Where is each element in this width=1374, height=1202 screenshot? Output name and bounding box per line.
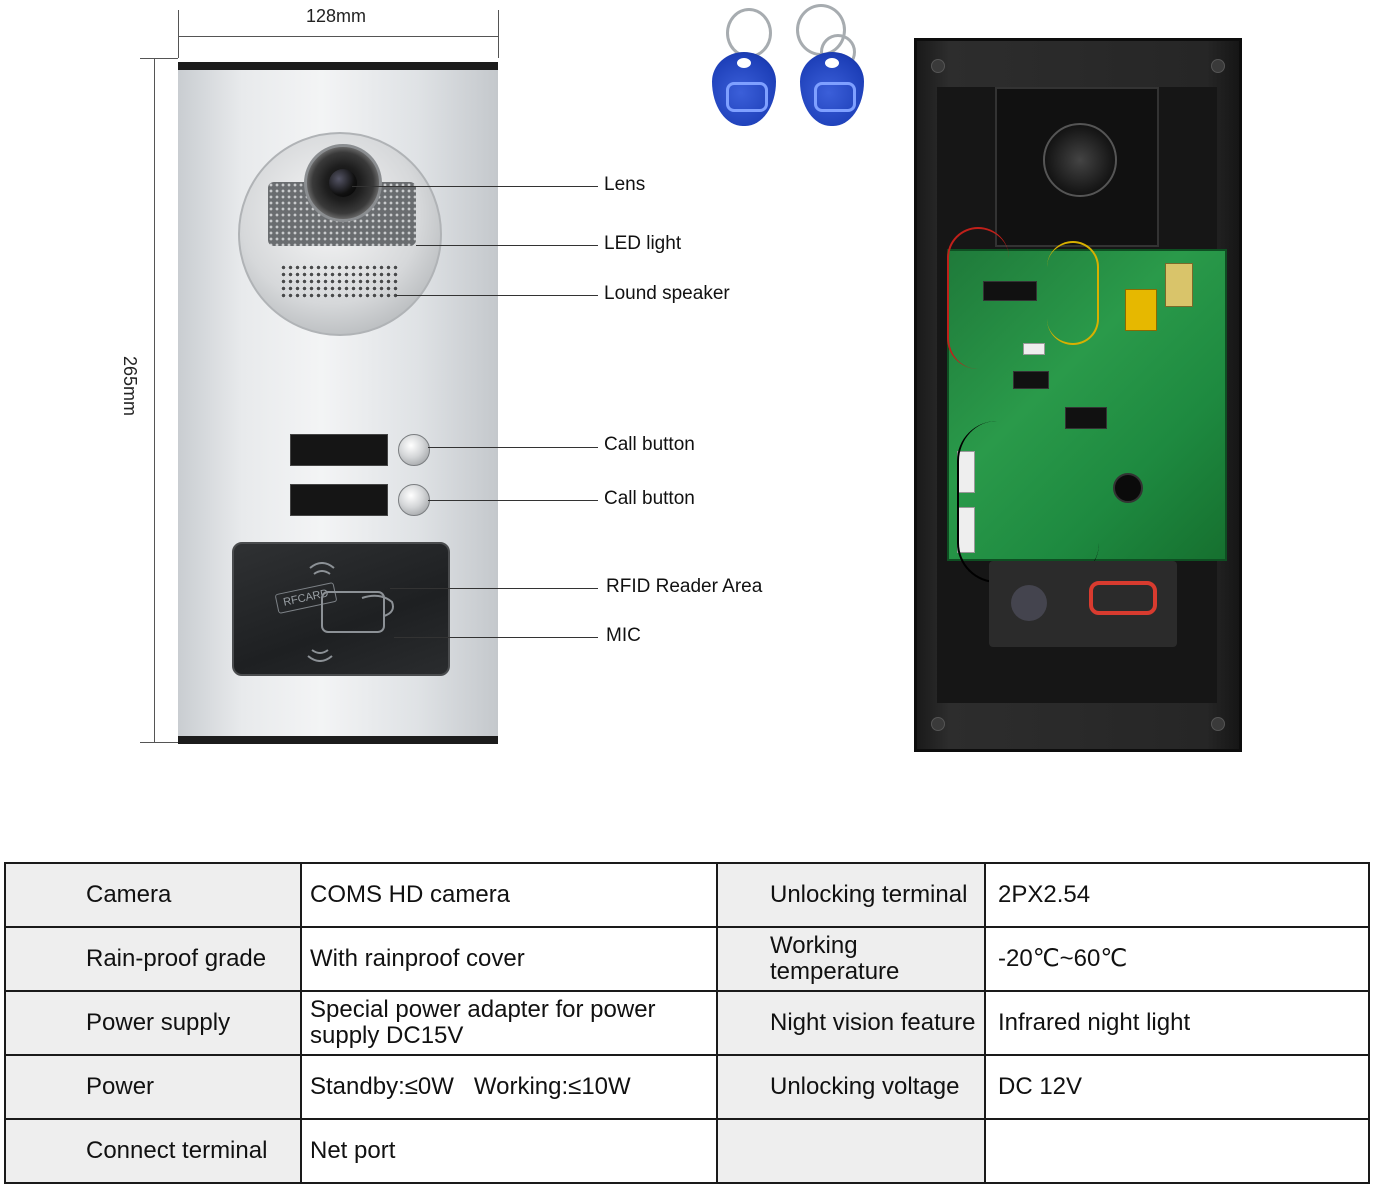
spec-value: Net port xyxy=(300,1118,718,1184)
spec-key: Night vision feature xyxy=(716,990,986,1056)
outdoor-panel: RFCARD xyxy=(178,62,498,744)
name-plate-1 xyxy=(290,434,388,466)
table-row: Rain-proof grade With rainproof cover Wo… xyxy=(4,926,1370,992)
callout-line-speaker xyxy=(396,295,598,296)
camera-bracket xyxy=(995,87,1159,247)
spec-value: -20℃~60℃ xyxy=(984,926,1370,992)
callout-lens: Lens xyxy=(604,174,646,195)
spec-value: Special power adapter for power supply D… xyxy=(300,990,718,1056)
spec-key: Power supply xyxy=(4,990,302,1056)
panel-top-cap xyxy=(178,62,498,70)
spec-value: Infrared night light xyxy=(984,990,1370,1056)
spec-key: Connect terminal xyxy=(4,1118,302,1184)
screw-icon xyxy=(1211,717,1225,731)
relay xyxy=(1125,289,1157,331)
spec-value: Standby:≤0W Working:≤10W xyxy=(300,1054,718,1120)
lens-knob-icon xyxy=(1043,123,1117,197)
height-dimension-top-tick xyxy=(140,58,178,59)
buzzer xyxy=(1113,473,1143,503)
height-dimension-label: 265mm xyxy=(120,356,140,417)
mic-seal xyxy=(1011,585,1047,621)
call-button-2[interactable] xyxy=(398,484,430,516)
table-row: Power supply Special power adapter for p… xyxy=(4,990,1370,1056)
table-row: Connect terminal Net port xyxy=(4,1118,1370,1184)
width-dimension-line xyxy=(178,36,498,37)
callout-call-button-1: Call button xyxy=(604,434,695,455)
ic-chip xyxy=(983,281,1037,301)
keyring-1 xyxy=(726,8,772,58)
screw-icon xyxy=(931,717,945,731)
height-dimension-line xyxy=(154,58,155,742)
card-tap-icon xyxy=(307,562,394,662)
callout-call-button-2: Call button xyxy=(604,488,695,509)
red-clip xyxy=(1089,581,1157,615)
name-plate-2 xyxy=(290,484,388,516)
spec-key: Rain-proof grade xyxy=(4,926,302,992)
ic-chip xyxy=(1013,371,1049,389)
screw-icon xyxy=(931,59,945,73)
callout-line-lens xyxy=(352,186,598,187)
rfid-key-fob-2-icon xyxy=(800,52,864,126)
spec-value: With rainproof cover xyxy=(300,926,718,992)
spec-table: Camera COMS HD camera Unlocking terminal… xyxy=(4,862,1370,1184)
callout-rfid: RFID Reader Area xyxy=(606,576,763,597)
call-button-1[interactable] xyxy=(398,434,430,466)
yellow-wire xyxy=(1047,241,1099,345)
black-wire xyxy=(957,421,1099,583)
screw-icon xyxy=(1211,59,1225,73)
spec-value: COMS HD camera xyxy=(300,862,718,928)
panel-bottom-cap xyxy=(178,736,498,744)
callout-line-rfid xyxy=(390,588,598,589)
spec-value: DC 12V xyxy=(984,1054,1370,1120)
rfid-key-fob-1-icon xyxy=(712,52,776,126)
camera-lens-icon xyxy=(304,144,382,222)
callout-led-light: LED light xyxy=(604,233,682,254)
callout-line-call-2 xyxy=(428,500,598,501)
width-dimension-left-tick xyxy=(178,10,179,58)
spec-value: 2PX2.54 xyxy=(984,862,1370,928)
callout-speaker: Lound speaker xyxy=(604,283,730,304)
table-row: Camera COMS HD camera Unlocking terminal… xyxy=(4,862,1370,928)
rfid-reader[interactable]: RFCARD xyxy=(232,542,450,676)
width-dimension-right-tick xyxy=(498,10,499,58)
ic-chip xyxy=(1065,407,1107,429)
callout-line-call-1 xyxy=(428,447,598,448)
speaker-grille xyxy=(280,264,400,298)
open-housing-photo xyxy=(914,38,1242,752)
camera-module xyxy=(238,132,442,336)
height-dimension-bottom-tick xyxy=(140,742,178,743)
connector xyxy=(1023,343,1045,355)
spec-key xyxy=(716,1118,986,1184)
capacitor xyxy=(1165,263,1193,307)
spec-key: Working temperature xyxy=(716,926,986,992)
width-dimension-label: 128mm xyxy=(306,6,367,26)
spec-key: Power xyxy=(4,1054,302,1120)
spec-key: Unlocking voltage xyxy=(716,1054,986,1120)
callout-mic: MIC xyxy=(606,625,641,646)
table-row: Power Standby:≤0W Working:≤10W Unlocking… xyxy=(4,1054,1370,1120)
red-wire xyxy=(947,227,1009,369)
spec-key: Unlocking terminal xyxy=(716,862,986,928)
callout-line-led xyxy=(416,245,598,246)
mic-housing xyxy=(989,561,1177,647)
spec-value xyxy=(984,1118,1370,1184)
circuit-board xyxy=(947,249,1227,561)
callout-line-mic xyxy=(394,637,598,638)
spec-key: Camera xyxy=(4,862,302,928)
